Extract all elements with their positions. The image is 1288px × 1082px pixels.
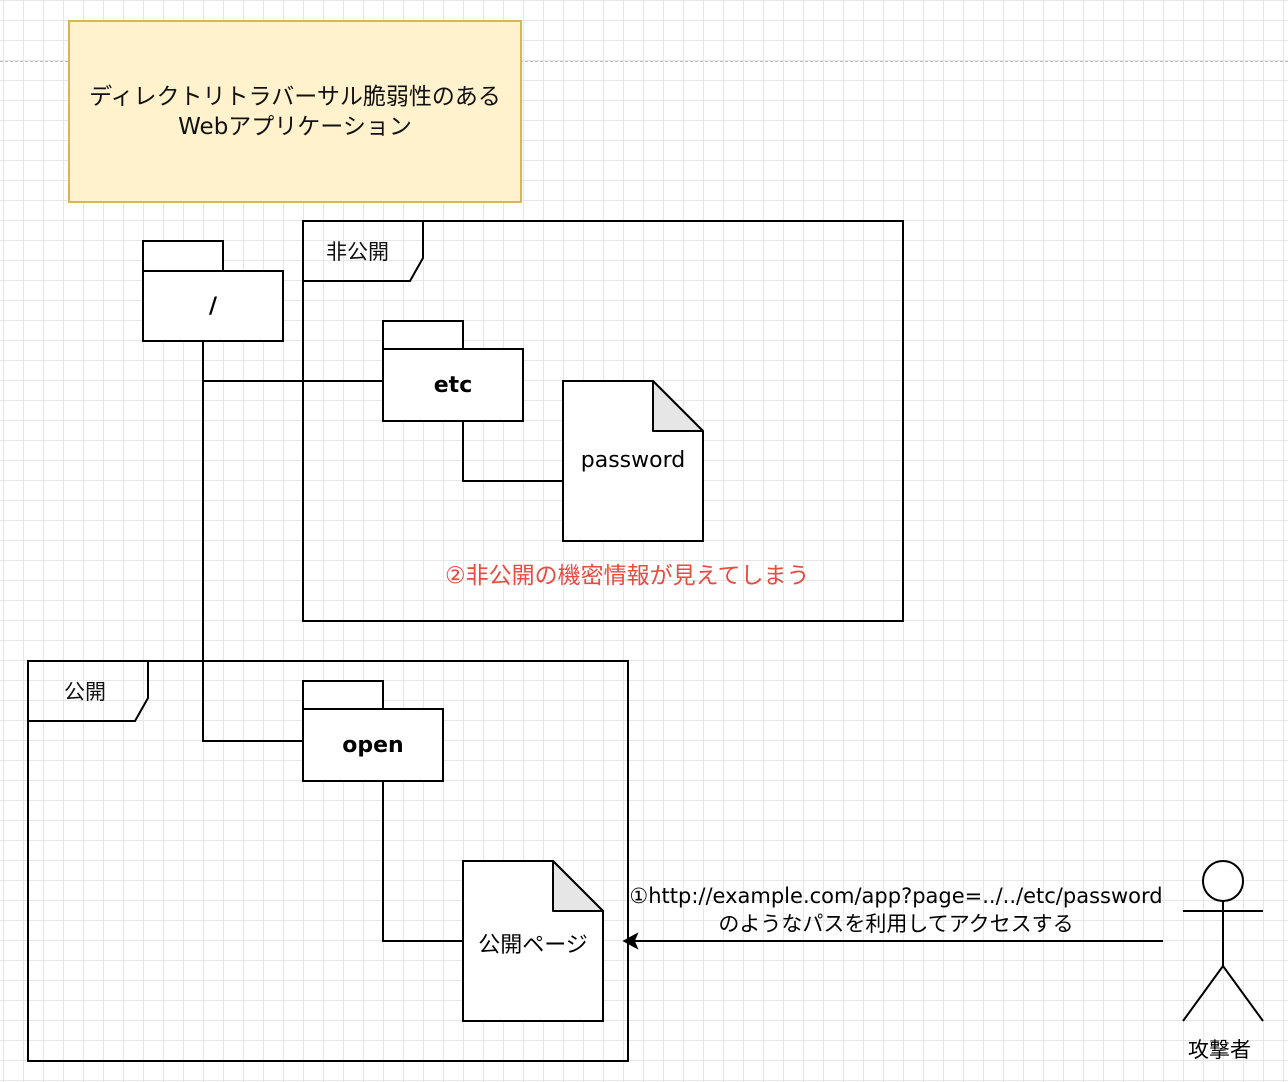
root-folder-label: /	[208, 293, 218, 319]
private-frame-label: 非公開	[326, 240, 389, 264]
attacker-label: 攻撃者	[1188, 1038, 1251, 1062]
password-document[interactable]: password	[580, 448, 686, 473]
public-frame[interactable]	[27, 660, 629, 1062]
root-folder-tab	[142, 240, 224, 272]
public-page-document[interactable]: 公開ページ	[478, 933, 588, 958]
attack-description: ①http://example.com/app?page=../../etc/p…	[620, 882, 1172, 938]
public-frame-label: 公開	[64, 680, 106, 704]
leak-warning-note: ②非公開の機密情報が見えてしまう	[445, 563, 810, 589]
etc-folder[interactable]: etc	[382, 348, 524, 422]
page-boundary-dashed-line	[0, 61, 1288, 62]
private-frame[interactable]	[302, 220, 904, 622]
diagram-title-box[interactable]: ディレクトリトラバーサル脆弱性のある Webアプリケーション	[68, 20, 522, 203]
attack-method-line: のようなパスを利用してアクセスする	[718, 912, 1074, 936]
open-folder-label: open	[342, 732, 404, 758]
attack-url-line: ①http://example.com/app?page=../../etc/p…	[629, 884, 1163, 908]
etc-folder-label: etc	[433, 372, 473, 398]
etc-folder-tab	[382, 320, 464, 352]
root-folder[interactable]: /	[142, 270, 284, 342]
title-line-2: Webアプリケーション	[178, 113, 412, 140]
title-line-1: ディレクトリトラバーサル脆弱性のある	[89, 83, 501, 110]
open-folder[interactable]: open	[302, 708, 444, 782]
